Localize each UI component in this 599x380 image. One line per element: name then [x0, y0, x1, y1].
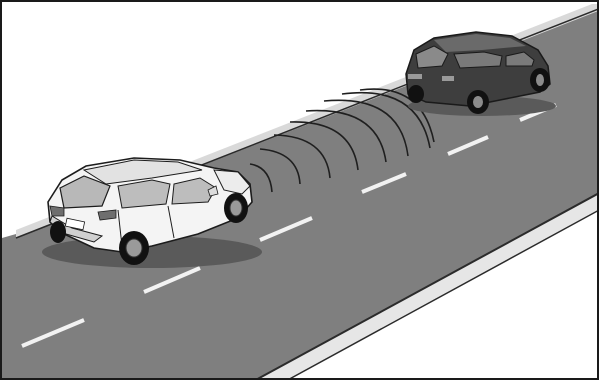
leading-vehicle-side-window	[454, 52, 502, 68]
following-vehicle-wheel-hub	[126, 239, 142, 257]
following-vehicle-wheel-hub	[230, 200, 242, 216]
leading-vehicle-tail-light	[442, 76, 454, 81]
following-vehicle-tail-light	[98, 210, 116, 220]
leading-vehicle-tail-light	[408, 74, 422, 79]
following-vehicle-tail-light	[50, 206, 64, 216]
leading-vehicle-wheel-hub	[473, 96, 483, 108]
following-vehicle-wheel	[50, 221, 66, 243]
leading-vehicle-wheel-hub	[536, 74, 544, 86]
following-vehicle	[42, 158, 262, 268]
following-vehicle-side-window	[118, 180, 170, 208]
leading-vehicle-wheel	[408, 85, 424, 103]
